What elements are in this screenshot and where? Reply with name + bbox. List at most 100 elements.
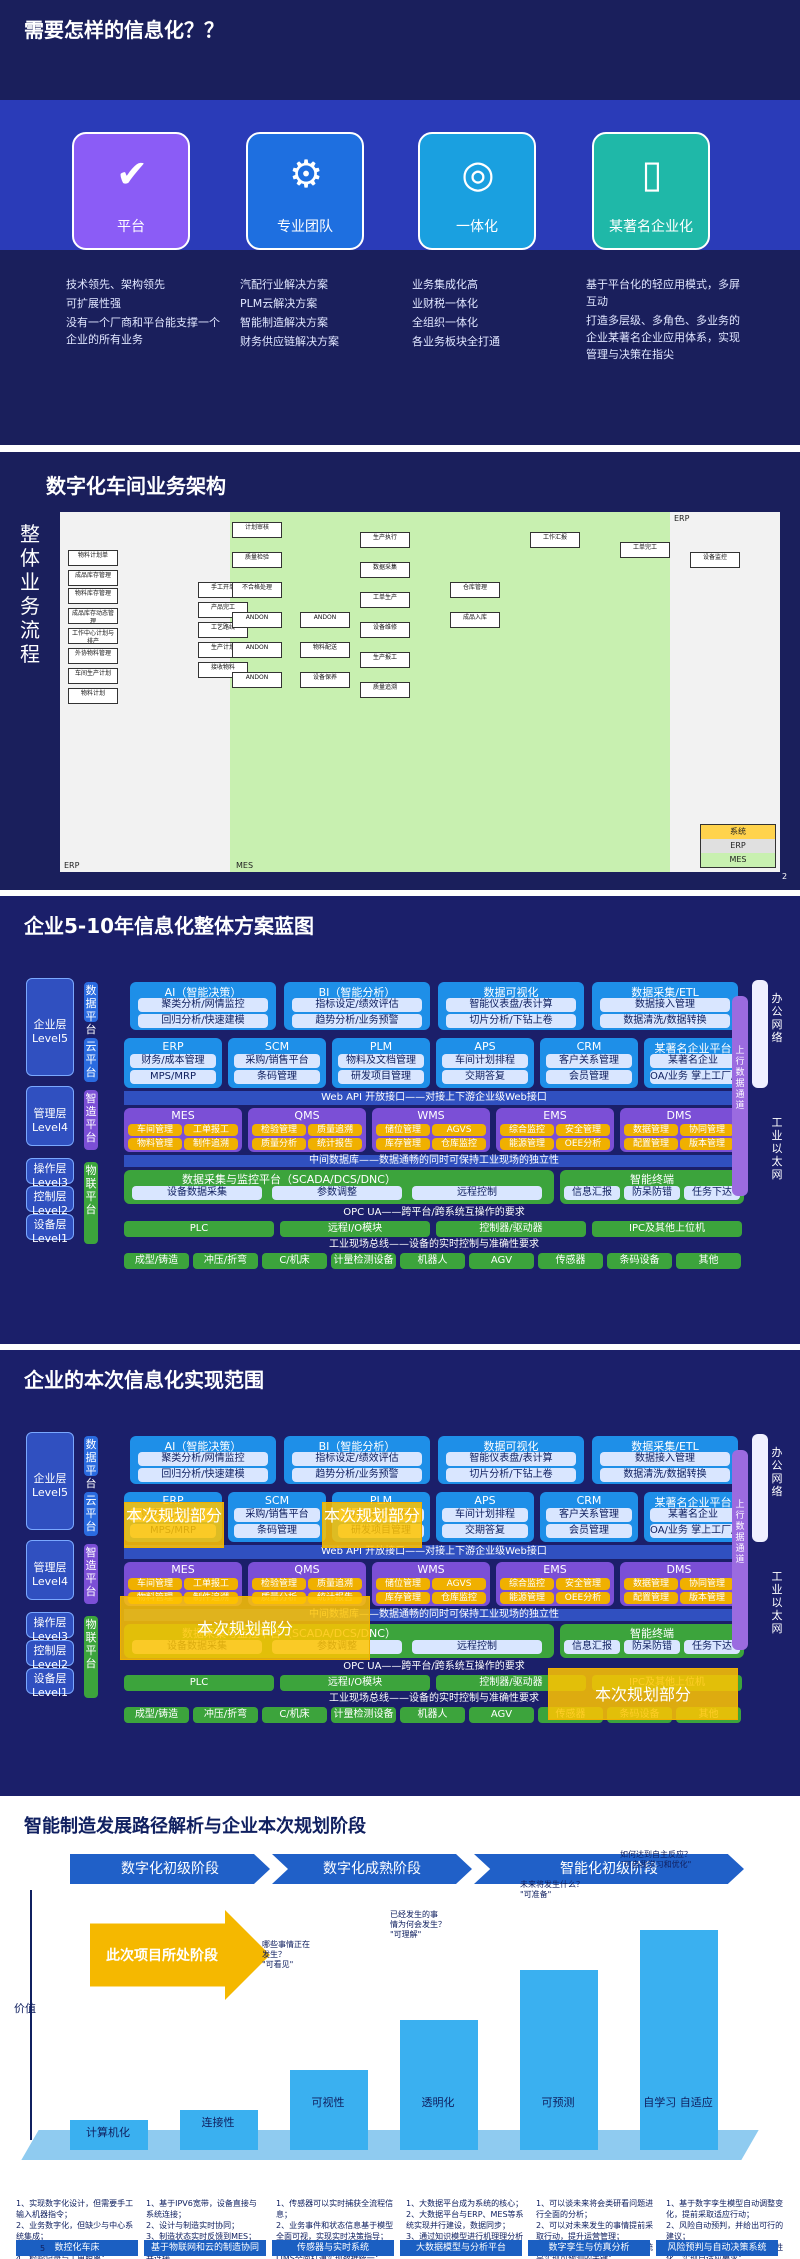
analytics-title: 数据采集/ETL — [631, 986, 699, 999]
right-label: 上行数据通道 — [735, 1046, 745, 1111]
mgmt-item: AGVS — [432, 1124, 486, 1136]
terminal-item: 防呆防错 — [624, 1186, 680, 1200]
cloud-title: SCM — [264, 1494, 290, 1507]
web-api-banner: Web API 开放接口——对接上下游企业级Web接口 — [124, 1091, 744, 1105]
opc-banner: OPC UA——跨平台/跨系统互操作的要求 — [343, 1661, 525, 1672]
maturity-column — [70, 2120, 148, 2150]
cloud-item: OA/业务 掌上工厂/资金 — [650, 1070, 736, 1084]
card-0: ✔平台 — [72, 132, 190, 250]
process-box: 工作中心计划与排产 — [68, 628, 118, 644]
process-box: 物料计划 — [68, 688, 118, 704]
card-bullets: 业务集成化高业财税一体化全组织一体化各业务板块全打通 — [412, 276, 572, 352]
device-item: 条码设备 — [607, 1253, 672, 1269]
process-box: 质量检验 — [232, 552, 282, 568]
gears-icon: ⚙ — [288, 152, 324, 196]
cloud-item: MPS/MRP — [130, 1070, 216, 1084]
cloud-item: 车间计划排程 — [442, 1508, 528, 1522]
uplink-bar — [732, 1450, 748, 1650]
tier-level: 管理层 Level4 — [26, 1086, 74, 1146]
bullet: 业财税一体化 — [412, 297, 478, 310]
device-item: AGV — [469, 1253, 534, 1269]
bullet: 汽配行业解决方案 — [240, 278, 328, 291]
cloud-item: 会员管理 — [546, 1070, 632, 1084]
process-box: 不合格处理 — [232, 582, 282, 598]
mgmt-item: 配置管理 — [624, 1138, 678, 1150]
terminal-item: 任务下达 — [684, 1186, 740, 1200]
mgmt-title: DMS — [666, 1109, 692, 1122]
right-label: 工业以太网 — [771, 1570, 783, 1635]
analytics-item: 切片分析/下钻上卷 — [446, 1468, 576, 1482]
fieldbus-banner: 工业现场总线——设备的实时控制与准确性要求 — [329, 1239, 539, 1250]
fieldbus-banner: 工业现场总线——设备的实时控制与准确性要求 — [329, 1693, 539, 1704]
process-box: 物料配送 — [300, 642, 350, 658]
device-item: AGV — [469, 1707, 534, 1723]
middle-db-banner: 中间数据库——数据通畅的同时可保持工业现场的独立性 — [124, 1155, 744, 1167]
question-label: 哪些事情正在 发生？ "可看见" — [262, 1940, 310, 1969]
mgmt-item: 数据管理 — [624, 1124, 678, 1136]
analytics-item: 回归分析/快速建模 — [138, 1468, 268, 1482]
cloud-item: 某著名企业 — [650, 1508, 736, 1522]
mgmt-title: QMS — [294, 1109, 320, 1122]
cloud-item: 会员管理 — [546, 1524, 632, 1538]
question-label: 已经发生的事 情为何会发生？ "可理解" — [390, 1910, 446, 1939]
mgmt-item: 制件追溯 — [184, 1138, 238, 1150]
cloud-item: 条码管理 — [234, 1070, 320, 1084]
terminal-item: 信息汇报 — [564, 1640, 620, 1654]
tier-level: 控制层 Level2 — [26, 1640, 74, 1671]
mgmt-item: OEE分析 — [556, 1138, 610, 1150]
current-stage-label: 此次项目所处阶段 — [106, 1948, 218, 1964]
page-number: 5 — [40, 2244, 46, 2253]
globe-icon: ◎ — [461, 152, 495, 196]
card-1: ⚙专业团队 — [246, 132, 364, 250]
stage-note: 1、大数据平台成为系统的核心； 2、大数据平台与ERP、MES等系统实现并行建设… — [406, 2199, 524, 2241]
tier-level: 企业层 Level5 — [26, 978, 74, 1076]
scada-title: 数据采集与监控平台（SCADA/DCS/DNC） — [182, 1173, 396, 1186]
current-stage-arrow — [90, 1910, 270, 2000]
process-box: 成品库存管理 — [68, 570, 118, 586]
analytics-title: 数据可视化 — [483, 986, 539, 999]
cloud-item: 交期答复 — [442, 1524, 528, 1538]
process-box: ANDON — [300, 612, 350, 628]
maturity-column — [290, 2070, 368, 2150]
platform-group: 云平台 — [84, 1038, 98, 1082]
bullet: PLM云解决方案 — [240, 297, 318, 310]
question-label: 未来将发生什么？ "可准备" — [520, 1880, 584, 1899]
mgmt-item: 能源管理 — [500, 1138, 554, 1150]
process-box: 成品入库 — [450, 612, 500, 628]
bullet: 全组织一体化 — [412, 316, 478, 329]
question-label: 如何达到自主反应？ "可自我学习和优化" — [620, 1850, 692, 1869]
right-label: 办公网络 — [771, 1446, 783, 1498]
stage-3: 智能化初级阶段 — [474, 1854, 744, 1884]
process-box: 生产报工 — [360, 652, 410, 668]
stage-2: 数字化成熟阶段 — [272, 1854, 472, 1884]
analytics-item: 数据清洗/数据转换 — [600, 1014, 730, 1028]
process-box: 工单生产 — [360, 592, 410, 608]
process-box: ANDON — [232, 672, 282, 688]
platform-group: 物联平台 — [84, 1616, 98, 1698]
cloud-title: APS — [474, 1494, 496, 1507]
control-item: 远程I/O模块 — [280, 1221, 430, 1237]
slide-title: 数字化车间业务架构 — [46, 474, 226, 498]
mgmt-item: 仓库监控 — [432, 1592, 486, 1604]
opc-banner: OPC UA——跨平台/跨系统互操作的要求 — [343, 1207, 525, 1218]
platform-group: 数据平台 — [84, 982, 98, 1036]
terminal-item: 防呆防错 — [624, 1640, 680, 1654]
footer-bar: 数字孪生与仿真分析 — [528, 2240, 650, 2256]
control-item: IPC及其他上位机 — [592, 1221, 742, 1237]
card-label: 平台 — [117, 219, 145, 235]
process-box: 车间生产计划 — [68, 668, 118, 684]
maturity-label: 自学习 自适应 — [643, 2096, 713, 2109]
process-box: 数据采集 — [360, 562, 410, 578]
mgmt-item: 物料管理 — [128, 1138, 182, 1150]
erp-label: ERP — [64, 861, 80, 870]
analytics-item: 趋势分析/业务预警 — [292, 1468, 422, 1482]
terminal-title: 智能终端 — [630, 1173, 674, 1186]
footer-bar: 基于物联网和云的制造协同 — [144, 2240, 266, 2256]
mgmt-item: 库存管理 — [376, 1592, 430, 1604]
cloud-title: PLM — [369, 1040, 393, 1053]
bullet: 没有一个厂商和平台能支撑一个企业的所有业务 — [66, 316, 220, 346]
maturity-column — [640, 1930, 718, 2150]
cloud-title: SCM — [264, 1040, 290, 1053]
highlight-overlay: 本次规划部分 — [322, 1502, 422, 1548]
card-bullets: 基于平台化的轻应用模式，多屏互动打造多层级、多角色、多业务的企业某著名企业应用体… — [586, 276, 746, 365]
